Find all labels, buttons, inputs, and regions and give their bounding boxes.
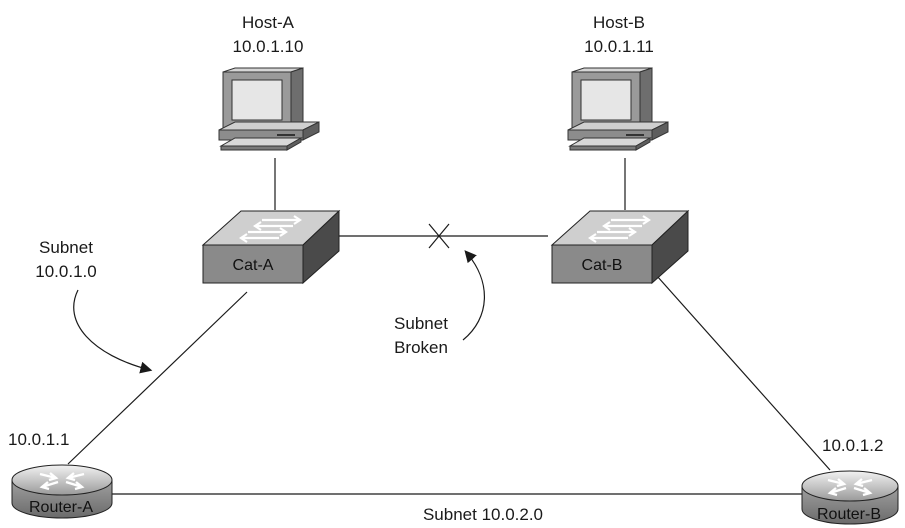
host-b-ip: 10.0.1.11 — [584, 37, 654, 56]
subnet-left-label: Subnet — [39, 238, 93, 257]
host-a-name: Host-A — [242, 13, 295, 32]
subnet-left-arrow — [73, 289, 153, 374]
computer-icon-host-b[interactable] — [567, 67, 669, 151]
router-b-ip: 10.0.1.2 — [822, 436, 883, 455]
router-icon-router-a[interactable]: Router-A — [11, 464, 113, 519]
subnet-broken-status: Broken — [394, 338, 448, 357]
host-b-name: Host-B — [593, 13, 645, 32]
broken-link-x-mark — [428, 223, 450, 249]
switch-label-cat-b: Cat-B — [582, 257, 623, 274]
subnet-broken-label: Subnet — [394, 314, 448, 333]
router-label-router-b: Router-B — [817, 506, 881, 523]
switch-icon-cat-b[interactable]: Cat-B — [550, 209, 690, 285]
router-icon-router-b[interactable]: Router-B — [801, 470, 899, 525]
link-catA-routerA — [67, 291, 248, 465]
link-catB-routerB — [656, 275, 831, 471]
switch-label-cat-a: Cat-A — [233, 257, 274, 274]
subnet-bottom-label: Subnet 10.0.2.0 — [423, 505, 543, 524]
switch-icon-cat-a[interactable]: Cat-A — [201, 209, 341, 285]
subnet-left-address: 10.0.1.0 — [35, 262, 96, 281]
router-a-ip: 10.0.1.1 — [8, 430, 69, 449]
subnet-broken-arrow — [462, 250, 485, 341]
host-a-ip: 10.0.1.10 — [233, 37, 304, 56]
router-label-router-a: Router-A — [29, 499, 93, 516]
computer-icon-host-a[interactable] — [218, 67, 320, 151]
